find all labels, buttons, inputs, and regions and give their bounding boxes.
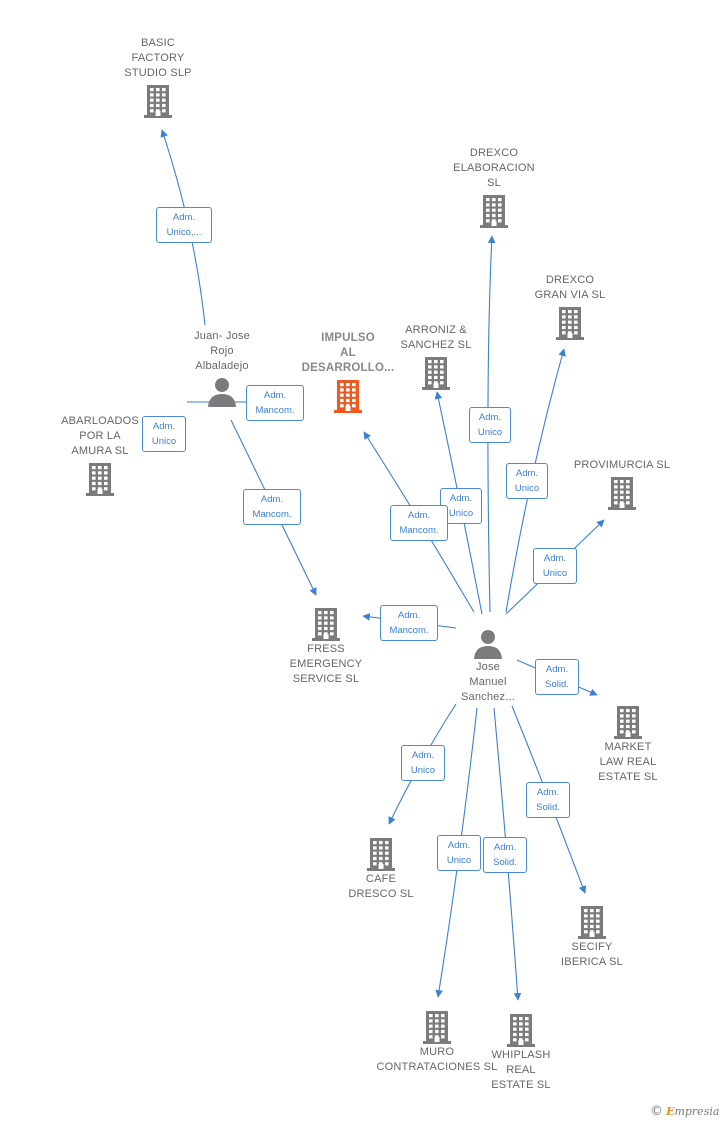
node-provimurcia[interactable]: PROVIMURCIA SL [557,458,687,511]
node-whiplash[interactable]: WHIPLASH REAL ESTATE SL [456,1010,586,1093]
building-icon [367,838,395,871]
node-arroniz[interactable]: ARRONIZ & SANCHEZ SL [371,323,501,391]
edge-label[interactable]: Adm. Unico [506,463,548,499]
node-label: ARRONIZ & SANCHEZ SL [400,324,472,351]
building-icon [556,307,584,340]
node-label: CAFE DRESCO SL [348,873,414,900]
edge-label[interactable]: Adm. Unico [469,407,511,443]
edge-label[interactable]: Adm. Mancom. [380,605,438,641]
edge-label[interactable]: Adm. Solid. [526,782,570,818]
building-icon [608,477,636,510]
edge-label[interactable]: Adm. Solid. [535,659,579,695]
node-drexco_elab[interactable]: DREXCO ELABORACION SL [429,146,559,229]
building-icon [144,85,172,118]
node-label: SECIFY IBERICA SL [561,941,623,968]
brand-initial: E [666,1105,675,1118]
node-market[interactable]: MARKET LAW REAL ESTATE SL [563,702,693,785]
node-impulso[interactable]: IMPULSO AL DESARROLLO... [283,331,413,414]
node-label: WHIPLASH REAL ESTATE SL [491,1049,551,1091]
edge-e5 [487,235,496,613]
edge-label[interactable]: Adm. Unico [142,416,186,452]
building-icon [423,1011,451,1044]
node-muro[interactable]: MURO CONTRATACIONES SL [372,1007,502,1075]
node-label: MURO CONTRATACIONES SL [376,1046,498,1073]
building-icon [480,195,508,228]
building-icon [422,357,450,390]
building-icon [312,608,340,641]
person-icon [208,378,236,407]
edge-label[interactable]: Adm. Unico,... [156,207,212,243]
building-icon [334,380,362,413]
node-label: DREXCO GRAN VIA SL [534,274,606,301]
brand-name: mpresia [674,1105,720,1118]
node-label: Jose Manuel Sanchez... [461,661,515,703]
edge-label[interactable]: Adm. Solid. [483,837,527,873]
edge-label[interactable]: Adm. Unico [437,835,481,871]
edge-label[interactable]: Adm. Unico [401,745,445,781]
node-drexco_gv[interactable]: DREXCO GRAN VIA SL [505,273,635,341]
building-icon [614,706,642,739]
node-label: MARKET LAW REAL ESTATE SL [598,741,658,783]
node-jose[interactable]: Jose Manuel Sanchez... [423,626,553,705]
building-icon [86,463,114,496]
edge-label[interactable]: Adm. Mancom. [390,505,448,541]
node-label: ABARLOADOS POR LA AMURA SL [61,415,139,457]
node-label: PROVIMURCIA SL [573,459,671,471]
node-fress[interactable]: FRESS EMERGENCY SERVICE SL [261,604,391,687]
building-icon [507,1014,535,1047]
node-label: Juan- Jose Rojo Albaladejo [194,330,250,372]
node-label: BASIC FACTORY STUDIO SLP [124,37,192,79]
edge-label[interactable]: Adm. Unico [533,548,577,584]
brand-watermark: © Empresia [650,1104,719,1119]
node-juan[interactable]: Juan- Jose Rojo Albaladejo [157,329,287,408]
node-label: FRESS EMERGENCY SERVICE SL [289,643,363,685]
node-cafe[interactable]: CAFE DRESCO SL [316,834,446,902]
edge-label[interactable]: Adm. Mancom. [246,385,304,421]
node-label: IMPULSO AL DESARROLLO... [301,332,395,374]
node-secify[interactable]: SECIFY IBERICA SL [527,902,657,970]
node-basic[interactable]: BASIC FACTORY STUDIO SLP [93,36,223,119]
edge-label[interactable]: Adm. Mancom. [243,489,301,525]
copyright-symbol: © [650,1104,663,1119]
node-label: DREXCO ELABORACION SL [453,147,535,189]
node-abarloados[interactable]: ABARLOADOS POR LA AMURA SL [35,414,165,497]
building-icon [578,906,606,939]
person-icon [474,630,502,659]
